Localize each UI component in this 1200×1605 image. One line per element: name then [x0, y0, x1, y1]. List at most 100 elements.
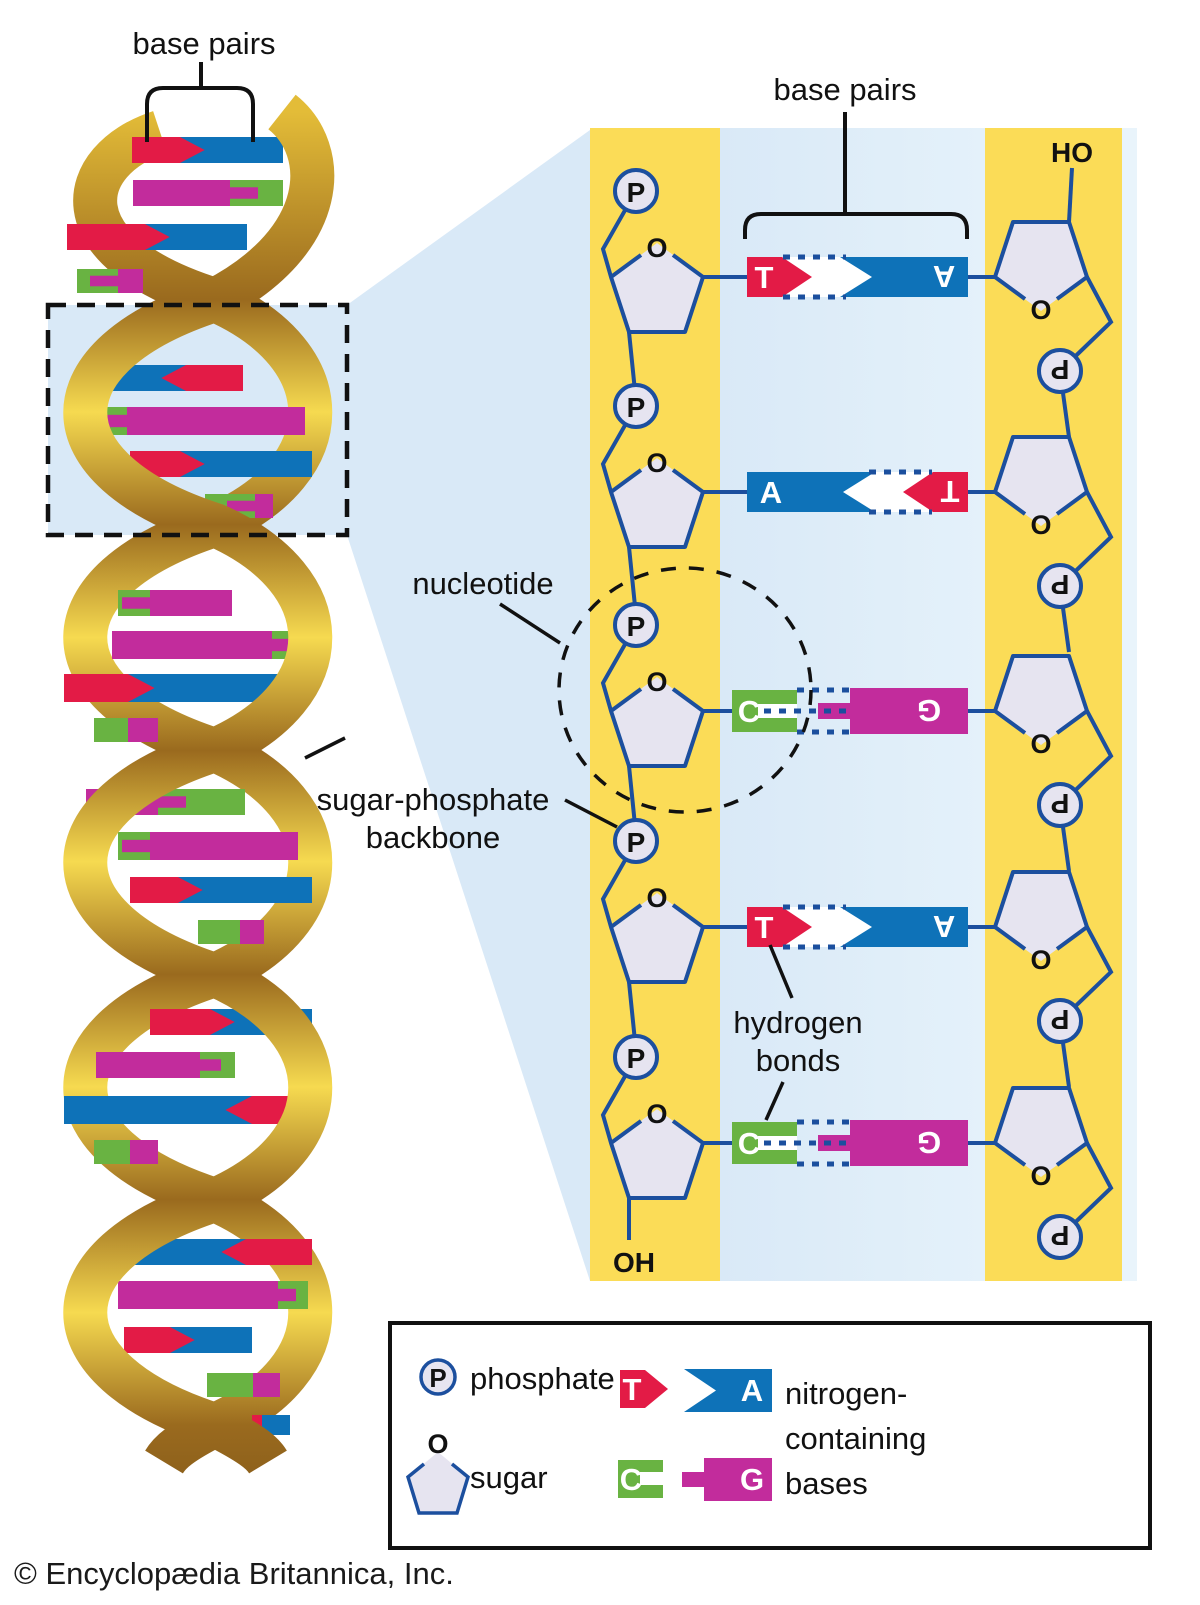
oxygen-label: O: [1030, 1161, 1051, 1191]
cytosine-slot: [758, 704, 797, 718]
helix-bar: [124, 1327, 252, 1353]
sugar-pentagon: [611, 458, 703, 547]
pointer-line-upper: [768, 944, 794, 999]
helix-bar-right: [262, 1415, 290, 1435]
helix-bar-arrow: [221, 1239, 246, 1265]
helix-bar-left: [94, 718, 128, 742]
helix-bar: [198, 920, 264, 944]
helix-bar-left: [132, 137, 180, 163]
helix-bar-tab: [90, 275, 118, 287]
sugar-pentagon-outline: [609, 903, 705, 984]
adenine-letter-inverted: A: [933, 909, 955, 944]
sugar-phosphate-bond: [1058, 1142, 1114, 1239]
sugar-pentagon: [995, 656, 1087, 745]
phosphate-circle: [1037, 563, 1083, 609]
ho-terminal-label: HO: [1051, 137, 1093, 168]
sugar-pentagon: [611, 677, 703, 766]
helix-bar: [118, 590, 232, 616]
adenine-icon-letter: A: [741, 1373, 763, 1408]
sugar-pentagon-outline: [993, 1086, 1089, 1167]
legend-sugar-label: sugar: [470, 1460, 548, 1495]
oxygen-label: O: [646, 233, 667, 263]
sugar-pentagon: [611, 893, 703, 982]
thymine-base: [903, 472, 968, 512]
hbonds-label-line1: hydrogen: [733, 1005, 862, 1040]
guanine-icon-tab: [682, 1472, 708, 1487]
oxygen-label: O: [646, 667, 667, 697]
helix-bar: [96, 1052, 235, 1078]
helix-base-pair-bars: [64, 137, 312, 1435]
helix-bar-left: [198, 920, 240, 944]
phosphate-circle: [613, 818, 659, 864]
helix-bar-arrow: [180, 137, 205, 163]
helix-bar-left: [96, 1052, 200, 1078]
helix-bar-tab: [122, 839, 150, 853]
phosphate-circle: [1037, 782, 1083, 828]
helix-bar-tab: [122, 597, 150, 609]
bond-gap: [782, 907, 874, 947]
phosphate-label-inverted: P: [1051, 569, 1070, 600]
thymine-letter: T: [755, 910, 774, 945]
helix-bar-left: [67, 224, 145, 250]
sugar-phosphate-bond: [1058, 491, 1114, 588]
legend-bases-line3: bases: [785, 1466, 868, 1501]
hydrogen-bonds-callout: hydrogen bonds: [733, 944, 863, 1121]
phosphate-label-inverted: P: [1051, 1220, 1070, 1251]
helix-bar: [132, 137, 283, 163]
guanine-icon: [704, 1458, 772, 1501]
helix-bar-left: [112, 631, 272, 659]
sugar-phosphate-bond: [1058, 710, 1114, 807]
helix-bar-left: [118, 1281, 278, 1309]
helix-bar-tab: [200, 1059, 221, 1071]
helix-bar: [64, 1096, 298, 1124]
oxygen-label: O: [646, 448, 667, 478]
helix-bar: [112, 631, 308, 659]
phosphate-circle: [1037, 348, 1083, 394]
helix-bar-right: [130, 1140, 158, 1164]
sugar-pentagon: [611, 243, 703, 332]
phosphate-label-inverted: P: [1051, 1004, 1070, 1035]
sugar-pentagon-outline: [609, 1119, 705, 1200]
helix-bar-right: [255, 494, 273, 518]
cytosine-letter: C: [738, 694, 760, 729]
phosphate-label: P: [627, 177, 646, 208]
nucleotide-unit-right: OP: [968, 435, 1114, 653]
guanine-tab: [818, 1135, 852, 1151]
helix-bar-tab: [158, 796, 186, 808]
sugar-phosphate-bond: [1058, 926, 1114, 1023]
base-pairs-label-left: base pairs: [132, 26, 275, 61]
sugar-pentagon-outline: [993, 654, 1089, 735]
adenine-base: [840, 257, 968, 297]
phosphate-label: P: [627, 827, 646, 858]
guanine-letter-inverted: G: [917, 1125, 941, 1160]
helix-bar: [67, 224, 247, 250]
sugar-pentagon: [995, 872, 1087, 961]
panel-right-edge-strip: [1122, 128, 1137, 1281]
helix-bar-tab: [227, 500, 255, 512]
helix-front-strand: [63, 94, 335, 1475]
cytosine-icon-letter: C: [620, 1462, 642, 1497]
adenine-base: [840, 907, 968, 947]
sugar-pentagon: [995, 437, 1087, 526]
sugar-pentagon: [995, 222, 1087, 311]
base-pairs-callout-right: base pairs: [743, 72, 969, 239]
guanine-base: [850, 688, 968, 734]
helix-bar: [94, 1140, 158, 1164]
sugar-pentagon-outline: [609, 687, 705, 768]
helix-bar-right: [246, 1239, 312, 1265]
nucleotide-unit-left: OP: [600, 383, 747, 617]
helix-bar-right: [118, 269, 143, 293]
oh-terminal-label: OH: [613, 1247, 655, 1278]
backbone-label-line1: sugar-phosphate: [317, 782, 550, 817]
helix-bar-left: [64, 674, 128, 702]
base-pairs-label-right: base pairs: [773, 72, 916, 107]
thymine-icon-letter: T: [623, 1372, 642, 1407]
bond-gap: [782, 257, 874, 297]
thymine-base: [747, 907, 812, 947]
